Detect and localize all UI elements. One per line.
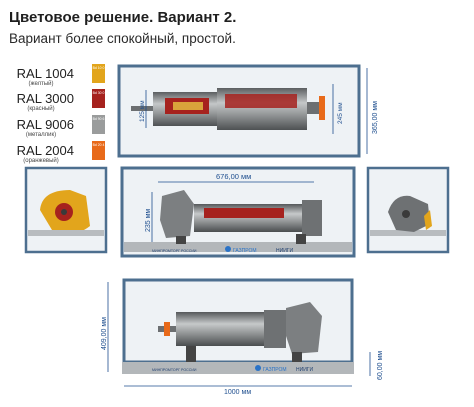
dim-label-235: 235 мм bbox=[145, 209, 152, 232]
frame-base bbox=[122, 362, 354, 374]
gearbox-section bbox=[225, 94, 297, 108]
ral-swatch-metallic: Bd 90 6 bbox=[92, 115, 105, 134]
gear-housing bbox=[160, 190, 194, 238]
swatch-text: Bd 30 0 bbox=[92, 91, 105, 95]
frame-base bbox=[370, 230, 446, 236]
flange-orange bbox=[164, 322, 170, 336]
palette-legend: RAL 1004 (желтый) Bd 10 0 RAL 3000 (крас… bbox=[4, 64, 105, 168]
stand-right bbox=[296, 234, 306, 244]
ral-code: RAL 3000 bbox=[16, 91, 74, 106]
ral-code: RAL 2004 bbox=[16, 143, 74, 158]
ral-description: (красный) bbox=[27, 106, 55, 112]
gear-housing bbox=[286, 302, 322, 354]
dim-label-365: 365,00 мм bbox=[372, 101, 379, 134]
motor-end-cap bbox=[302, 200, 322, 236]
logo-ministry: МИНПРОМТОРГ РОССИИ bbox=[152, 368, 197, 372]
ral-code: RAL 1004 bbox=[16, 66, 74, 81]
frame-base bbox=[124, 242, 352, 252]
swatch-text: Bd 20 4 bbox=[92, 143, 105, 147]
stand-left bbox=[176, 236, 186, 244]
shaft-right bbox=[307, 102, 319, 114]
stand-left bbox=[186, 346, 196, 362]
ral-description: (желтый) bbox=[28, 81, 54, 87]
gazprom-icon bbox=[225, 246, 231, 252]
logo-niigi: НИИГИ bbox=[276, 248, 294, 254]
ral-swatch-red: Bd 30 0 bbox=[92, 89, 105, 108]
dim-label-1000: 1000 мм bbox=[224, 389, 251, 396]
ral-swatch-orange: Bd 20 4 bbox=[92, 141, 105, 160]
front-view-bottom: 409,00 мм 60,00 мм 1000 мм МИНПРОМТОРГ Р… bbox=[101, 278, 384, 396]
dim-label-60: 60,00 мм bbox=[377, 351, 384, 380]
pipe-left bbox=[131, 106, 153, 111]
gazprom-icon bbox=[255, 365, 261, 371]
stand-right bbox=[292, 352, 302, 362]
flange-orange bbox=[319, 96, 325, 120]
frame-base bbox=[28, 230, 104, 236]
cutaway-section bbox=[204, 208, 284, 218]
cutaway-core bbox=[173, 102, 203, 110]
dim-label-125: 125 мм bbox=[139, 100, 146, 122]
end-shaft bbox=[61, 209, 67, 215]
dim-label-676: 676,00 мм bbox=[216, 172, 251, 181]
ral-swatch-yellow: Bd 10 0 bbox=[92, 64, 105, 83]
dim-label-409: 409,00 мм bbox=[101, 317, 108, 350]
motor-end-cap bbox=[264, 310, 286, 348]
logo-gazprom: ГАЗПРОМ bbox=[233, 248, 257, 254]
logo-ministry: МИНПРОМТОРГ РОССИИ bbox=[152, 249, 197, 253]
ral-description: (оранжевый) bbox=[23, 158, 59, 164]
ral-description: (металлик) bbox=[25, 132, 57, 138]
top-view-drawing: 125 мм 245 мм 365,00 мм bbox=[117, 64, 379, 158]
page-subtitle: Вариант более спокойный, простой. bbox=[9, 31, 236, 46]
dim-label-245: 245 мм bbox=[337, 102, 344, 124]
logo-niigi: НИИГИ bbox=[296, 367, 314, 373]
end-shaft bbox=[402, 210, 410, 218]
side-view-middle: 676,00 мм 235 мм МИНПРОМТОРГ РОССИИ ГАЗП… bbox=[120, 166, 356, 258]
swatch-text: Bd 10 0 bbox=[92, 66, 105, 70]
end-view-right bbox=[366, 166, 450, 254]
swatch-text: Bd 90 6 bbox=[92, 117, 105, 121]
ral-code: RAL 9006 bbox=[16, 117, 74, 132]
logo-gazprom: ГАЗПРОМ bbox=[263, 367, 287, 373]
yellow-accent bbox=[424, 210, 432, 230]
end-view-left bbox=[24, 166, 108, 254]
page-title: Цветовое решение. Вариант 2. bbox=[9, 9, 237, 26]
